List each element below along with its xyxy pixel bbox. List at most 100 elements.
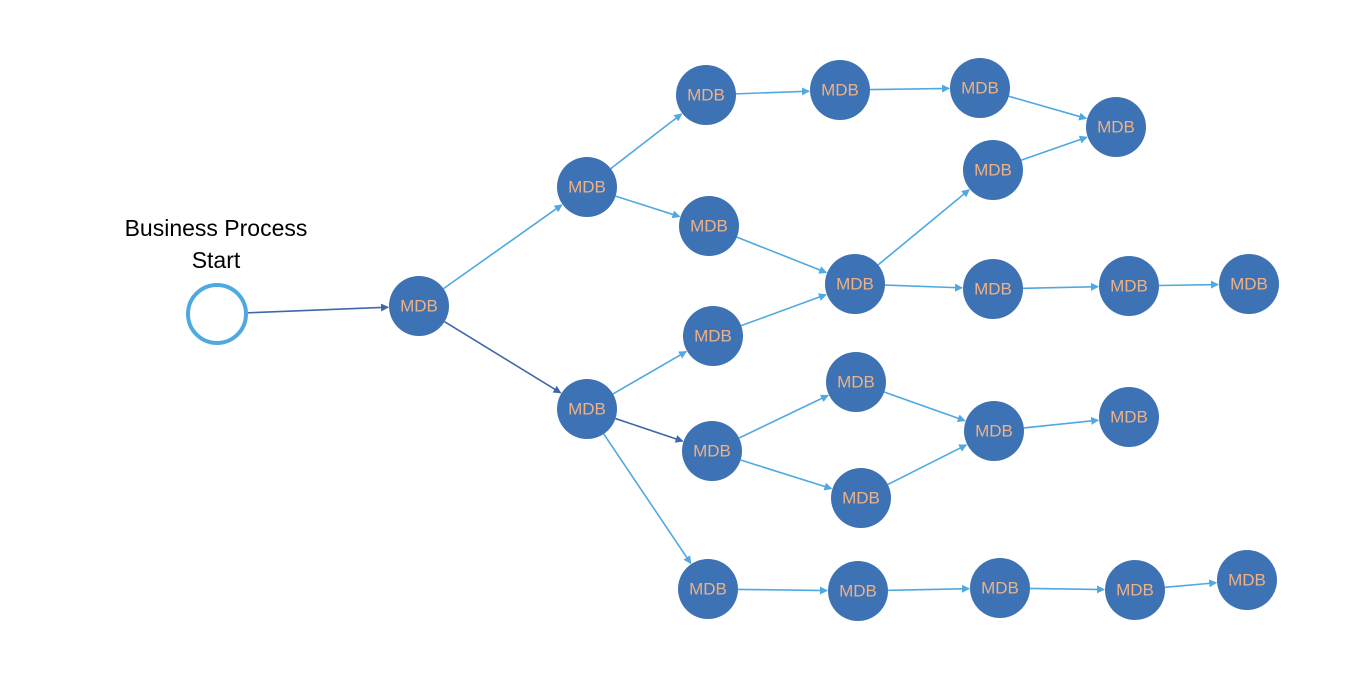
mdb-node-circle — [963, 140, 1023, 200]
mdb-node-n21: MDB — [828, 561, 888, 621]
edge-n20-n21 — [737, 586, 829, 595]
mdb-node-label: MDB — [974, 280, 1012, 299]
mdb-node-label: MDB — [400, 297, 438, 316]
mdb-node-label: MDB — [981, 579, 1019, 598]
mdb-node-circle — [828, 561, 888, 621]
mdb-node-n1: MDB — [389, 276, 449, 336]
mdb-node-n15: MDB — [682, 421, 742, 481]
mdb-node-n20: MDB — [678, 559, 738, 619]
mdb-node-circle — [1105, 560, 1165, 620]
start-label: Business Process Start — [96, 212, 336, 276]
mdb-node-n12: MDB — [1099, 256, 1159, 316]
mdb-node-label: MDB — [961, 79, 999, 98]
edge-n5-n10 — [736, 236, 828, 274]
edge-n10-n11 — [884, 283, 964, 292]
mdb-node-circle — [1217, 550, 1277, 610]
mdb-node-label: MDB — [1110, 277, 1148, 296]
mdb-node-n19: MDB — [1099, 387, 1159, 447]
mdb-node-n9: MDB — [963, 140, 1023, 200]
mdb-node-circle — [557, 157, 617, 217]
start-label-line2: Start — [191, 247, 241, 273]
mdb-node-n8: MDB — [1086, 97, 1146, 157]
mdb-node-n2: MDB — [557, 157, 617, 217]
mdb-node-circle — [970, 558, 1030, 618]
mdb-node-circle — [963, 259, 1023, 319]
edge-n3-n14 — [612, 350, 688, 395]
mdb-node-circle — [676, 65, 736, 125]
start-label-line1: Business Process — [124, 215, 308, 241]
mdb-node-n4: MDB — [676, 65, 736, 125]
edge-n11-n12 — [1022, 282, 1100, 291]
mdb-node-label: MDB — [821, 81, 859, 100]
mdb-node-n6: MDB — [810, 60, 870, 120]
edges-layer — [247, 84, 1220, 595]
mdb-node-n10: MDB — [825, 254, 885, 314]
edge-n6-n7 — [869, 84, 951, 93]
mdb-node-label: MDB — [690, 217, 728, 236]
mdb-node-n18: MDB — [964, 401, 1024, 461]
mdb-node-label: MDB — [837, 373, 875, 392]
mdb-node-circle — [678, 559, 738, 619]
mdb-node-label: MDB — [687, 86, 725, 105]
mdb-node-n17: MDB — [831, 468, 891, 528]
mdb-node-n5: MDB — [679, 196, 739, 256]
mdb-node-circle — [825, 254, 885, 314]
mdb-node-label: MDB — [1110, 408, 1148, 427]
mdb-node-n7: MDB — [950, 58, 1010, 118]
mdb-node-n24: MDB — [1217, 550, 1277, 610]
edge-n15-n16 — [738, 394, 829, 439]
mdb-node-circle — [1099, 387, 1159, 447]
edge-n3-n15 — [615, 417, 684, 443]
edge-n22-n23 — [1029, 585, 1106, 594]
mdb-node-circle — [557, 379, 617, 439]
mdb-node-circle — [1086, 97, 1146, 157]
mdb-node-label: MDB — [836, 275, 874, 294]
mdb-node-circle — [683, 306, 743, 366]
edge-n4-n6 — [735, 87, 811, 96]
mdb-node-label: MDB — [842, 489, 880, 508]
mdb-node-circle — [831, 468, 891, 528]
edge-n1-n2 — [443, 204, 563, 290]
mdb-node-label: MDB — [689, 580, 727, 599]
mdb-node-circle — [964, 401, 1024, 461]
mdb-node-circle — [950, 58, 1010, 118]
mdb-node-label: MDB — [839, 582, 877, 601]
mdb-node-label: MDB — [1228, 571, 1266, 590]
edge-n7-n8 — [1008, 95, 1088, 121]
edge-n2-n5 — [615, 195, 681, 219]
mdb-node-circle — [810, 60, 870, 120]
edge-n9-n8 — [1021, 135, 1088, 161]
mdb-node-circle — [1099, 256, 1159, 316]
edge-n18-n19 — [1023, 416, 1100, 429]
mdb-node-n22: MDB — [970, 558, 1030, 618]
mdb-node-n11: MDB — [963, 259, 1023, 319]
mdb-node-n14: MDB — [683, 306, 743, 366]
mdb-node-label: MDB — [974, 161, 1012, 180]
mdb-node-label: MDB — [568, 178, 606, 197]
edge-n2-n4 — [610, 113, 683, 170]
mdb-node-label: MDB — [1116, 581, 1154, 600]
edge-n23-n24 — [1164, 579, 1218, 589]
mdb-node-label: MDB — [1097, 118, 1135, 137]
edge-n14-n10 — [740, 293, 827, 327]
mdb-node-n13: MDB — [1219, 254, 1279, 314]
mdb-node-circle — [679, 196, 739, 256]
mdb-node-label: MDB — [568, 400, 606, 419]
edge-n16-n18 — [884, 391, 966, 423]
mdb-node-circle — [682, 421, 742, 481]
mdb-node-circle — [826, 352, 886, 412]
edge-n12-n13 — [1158, 280, 1220, 289]
mdb-node-n23: MDB — [1105, 560, 1165, 620]
mdb-node-label: MDB — [693, 442, 731, 461]
mdb-node-n16: MDB — [826, 352, 886, 412]
edge-n21-n22 — [887, 584, 971, 593]
edge-n1-n3 — [444, 320, 562, 394]
edge-n17-n18 — [887, 444, 968, 486]
mdb-node-label: MDB — [975, 422, 1013, 441]
mdb-node-circle — [389, 276, 449, 336]
mdb-node-label: MDB — [694, 327, 732, 346]
nodes-layer: MDB MDB MDB MDB MDB MDB MDB MDB MDB MDB MDB MDB MDB M… — [186, 58, 1279, 621]
mdb-node-circle — [1219, 254, 1279, 314]
mdb-node-label: MDB — [1230, 275, 1268, 294]
